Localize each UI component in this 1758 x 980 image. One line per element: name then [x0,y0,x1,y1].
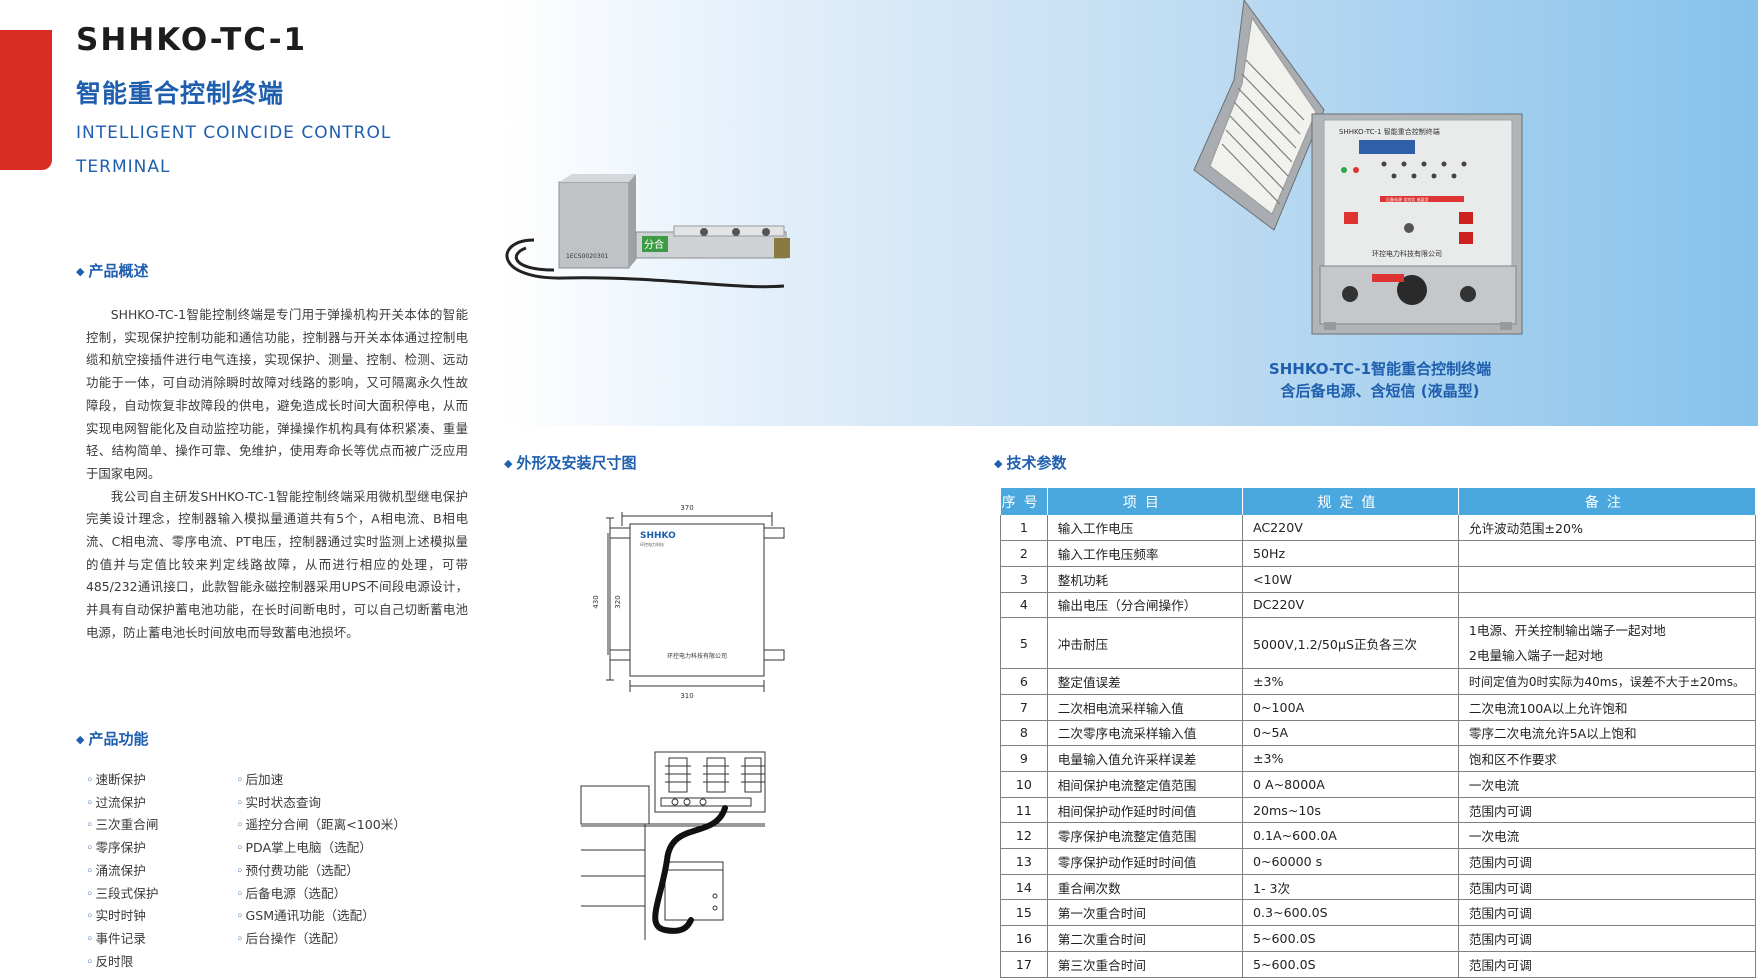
switch-label-plate [642,236,668,252]
overview-text: SHHKO-TC-1智能控制终端是专门用于弹操机构开关本体的智能控制，实现保护控… [86,304,468,645]
list-item: 反时限 [86,951,158,974]
lcd-screen [1359,140,1415,154]
red-indicator-icon [1353,167,1359,173]
red-switch-icon [1344,212,1358,224]
list-item: 过流保护 [86,792,158,815]
list-item: 遥控分合闸（距离<100米） [236,814,406,837]
list-item: 实时状态查询 [236,792,406,815]
list-item: 预付费功能（选配） [236,860,406,883]
list-item: PDA掌上电脑（选配） [236,837,406,860]
list-item: 实时时钟 [86,905,158,928]
aviation-connector-icon [1397,275,1427,305]
dim-inner-height: 320 [614,595,622,608]
red-accent-tab [0,30,52,170]
diamond-bullet-icon: ◆ [994,457,1003,470]
list-item: 速断保护 [86,769,158,792]
list-item: 三次重合闸 [86,814,158,837]
drawing-brand: SHHKO [640,531,676,541]
header-no: 序号 [1000,488,1048,515]
list-item: 涌流保护 [86,860,158,883]
list-item: 事件记录 [86,928,158,951]
dimension-drawing-front: 370 310 430 320 SHHKO 环控电力科技 环控电力科技有限公司 [592,504,785,698]
function-list-right: 后加速 实时状态查询 遥控分合闸（距离<100米） PDA掌上电脑（选配） 预付… [236,769,406,951]
overview-heading: ◆产品概述 [76,262,149,280]
product-title-en: INTELLIGENT COINCIDE CONTROL TERMINAL [76,123,392,177]
switch-actuator-photo: 1ECS0020301 分合 [505,174,790,289]
dim-top-width: 370 [680,504,693,512]
header-item: 项目 [1047,488,1243,515]
product-model: SHHKO-TC-1 [76,22,308,58]
function-list-left: 速断保护 过流保护 三次重合闸 零序保护 涌流保护 三段式保护 实时时钟 事件记… [86,769,158,973]
panel-title: SHHKO-TC-1 智能重合控制终端 [1339,127,1440,136]
knob-icon [1404,223,1414,233]
drawing-brand-sub: 环控电力科技 [640,541,664,547]
table-header-row: 序号 项目 规定值 备注 [1000,488,1757,515]
diamond-bullet-icon: ◆ [76,265,85,278]
switch-label: 分合 [644,238,664,251]
overview-paragraph: SHHKO-TC-1智能控制终端是专门用于弹操机构开关本体的智能控制，实现保护控… [86,307,468,481]
dim-bottom-width: 310 [680,692,693,698]
overview-paragraph: 我公司自主研发SHHKO-TC-1智能控制终端采用微机型继电保护完美设计理念，控… [86,488,468,640]
list-item: 三段式保护 [86,883,158,906]
product-title-cn: 智能重合控制终端 [76,79,285,108]
control-terminal-photo: SHHKO-TC-1 智能重合控制终端 后备电源 含短信 液晶型 环控电力科技有… [1193,0,1523,335]
box-code-label: 1ECS0020301 [566,253,609,260]
panel-band [1380,196,1464,202]
list-item: 零序保护 [86,837,158,860]
diamond-bullet-icon: ◆ [76,733,85,746]
dim-outer-height: 430 [592,595,600,608]
drawing-company: 环控电力科技有限公司 [667,652,727,660]
specs-heading: ◆技术参数 [994,454,1067,472]
header-note: 备注 [1458,488,1757,515]
list-item: 后备电源（选配） [236,883,406,906]
functions-heading: ◆产品功能 [76,730,149,748]
installation-drawing [580,751,766,940]
control-cable [652,805,728,934]
diamond-bullet-icon: ◆ [504,457,513,470]
product-photo-banner: 1ECS0020301 分合 SHHK [504,0,1758,426]
green-indicator-icon [1341,167,1347,173]
svg-text:后备电源 含短信 液晶型: 后备电源 含短信 液晶型 [1386,196,1429,202]
product-photo: 1ECS0020301 分合 SHHK [505,0,1523,335]
list-item: 后加速 [236,769,406,792]
list-item: GSM通讯功能（选配） [236,905,406,928]
list-item: 后台操作（选配） [236,928,406,951]
header-value: 规定值 [1242,488,1459,515]
panel-company: 环控电力科技有限公司 [1372,249,1442,258]
dimensions-heading: ◆外形及安装尺寸图 [504,454,637,472]
red-switch-icon [1459,232,1473,244]
red-switch-icon [1459,212,1473,224]
photo-caption: SHHKO-TC-1智能重合控制终端 含后备电源、含短信 (液晶型) [1268,360,1492,400]
